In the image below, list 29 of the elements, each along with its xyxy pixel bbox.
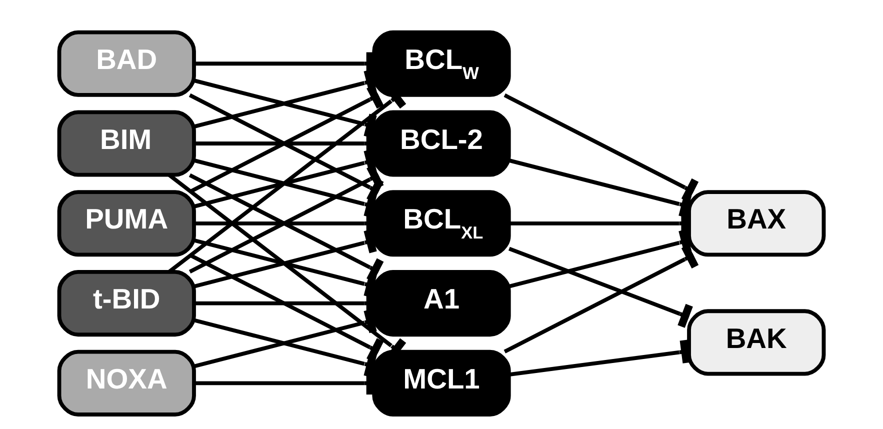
connector	[168, 173, 406, 361]
connector	[508, 246, 693, 328]
node-box: BAX	[687, 190, 826, 257]
connector	[194, 309, 377, 368]
connector	[188, 253, 384, 362]
connector	[194, 70, 377, 128]
connector	[508, 158, 692, 218]
node-box: BAK	[687, 309, 826, 376]
node-box: BAD	[57, 30, 196, 97]
node-box: BIM	[57, 110, 196, 177]
connector	[508, 340, 690, 376]
node-box: BCL$_{W}$	[372, 30, 511, 97]
connector	[194, 229, 377, 288]
connector	[168, 86, 406, 274]
node-box: NOXA	[57, 350, 196, 416]
connector	[194, 158, 377, 218]
node-box: PUMA	[57, 190, 196, 257]
connector	[194, 149, 377, 208]
node-box: MCL1	[372, 350, 511, 416]
node-box: A1	[372, 270, 511, 337]
connector	[194, 238, 377, 298]
connector	[504, 244, 699, 354]
connector	[194, 318, 377, 378]
node-box: t-BID	[57, 270, 196, 337]
node-box: BCL$_{XL}$	[372, 190, 511, 257]
connector	[504, 93, 699, 202]
connector	[194, 78, 377, 138]
connector	[508, 229, 692, 288]
node-box: BCL-2	[372, 110, 511, 177]
